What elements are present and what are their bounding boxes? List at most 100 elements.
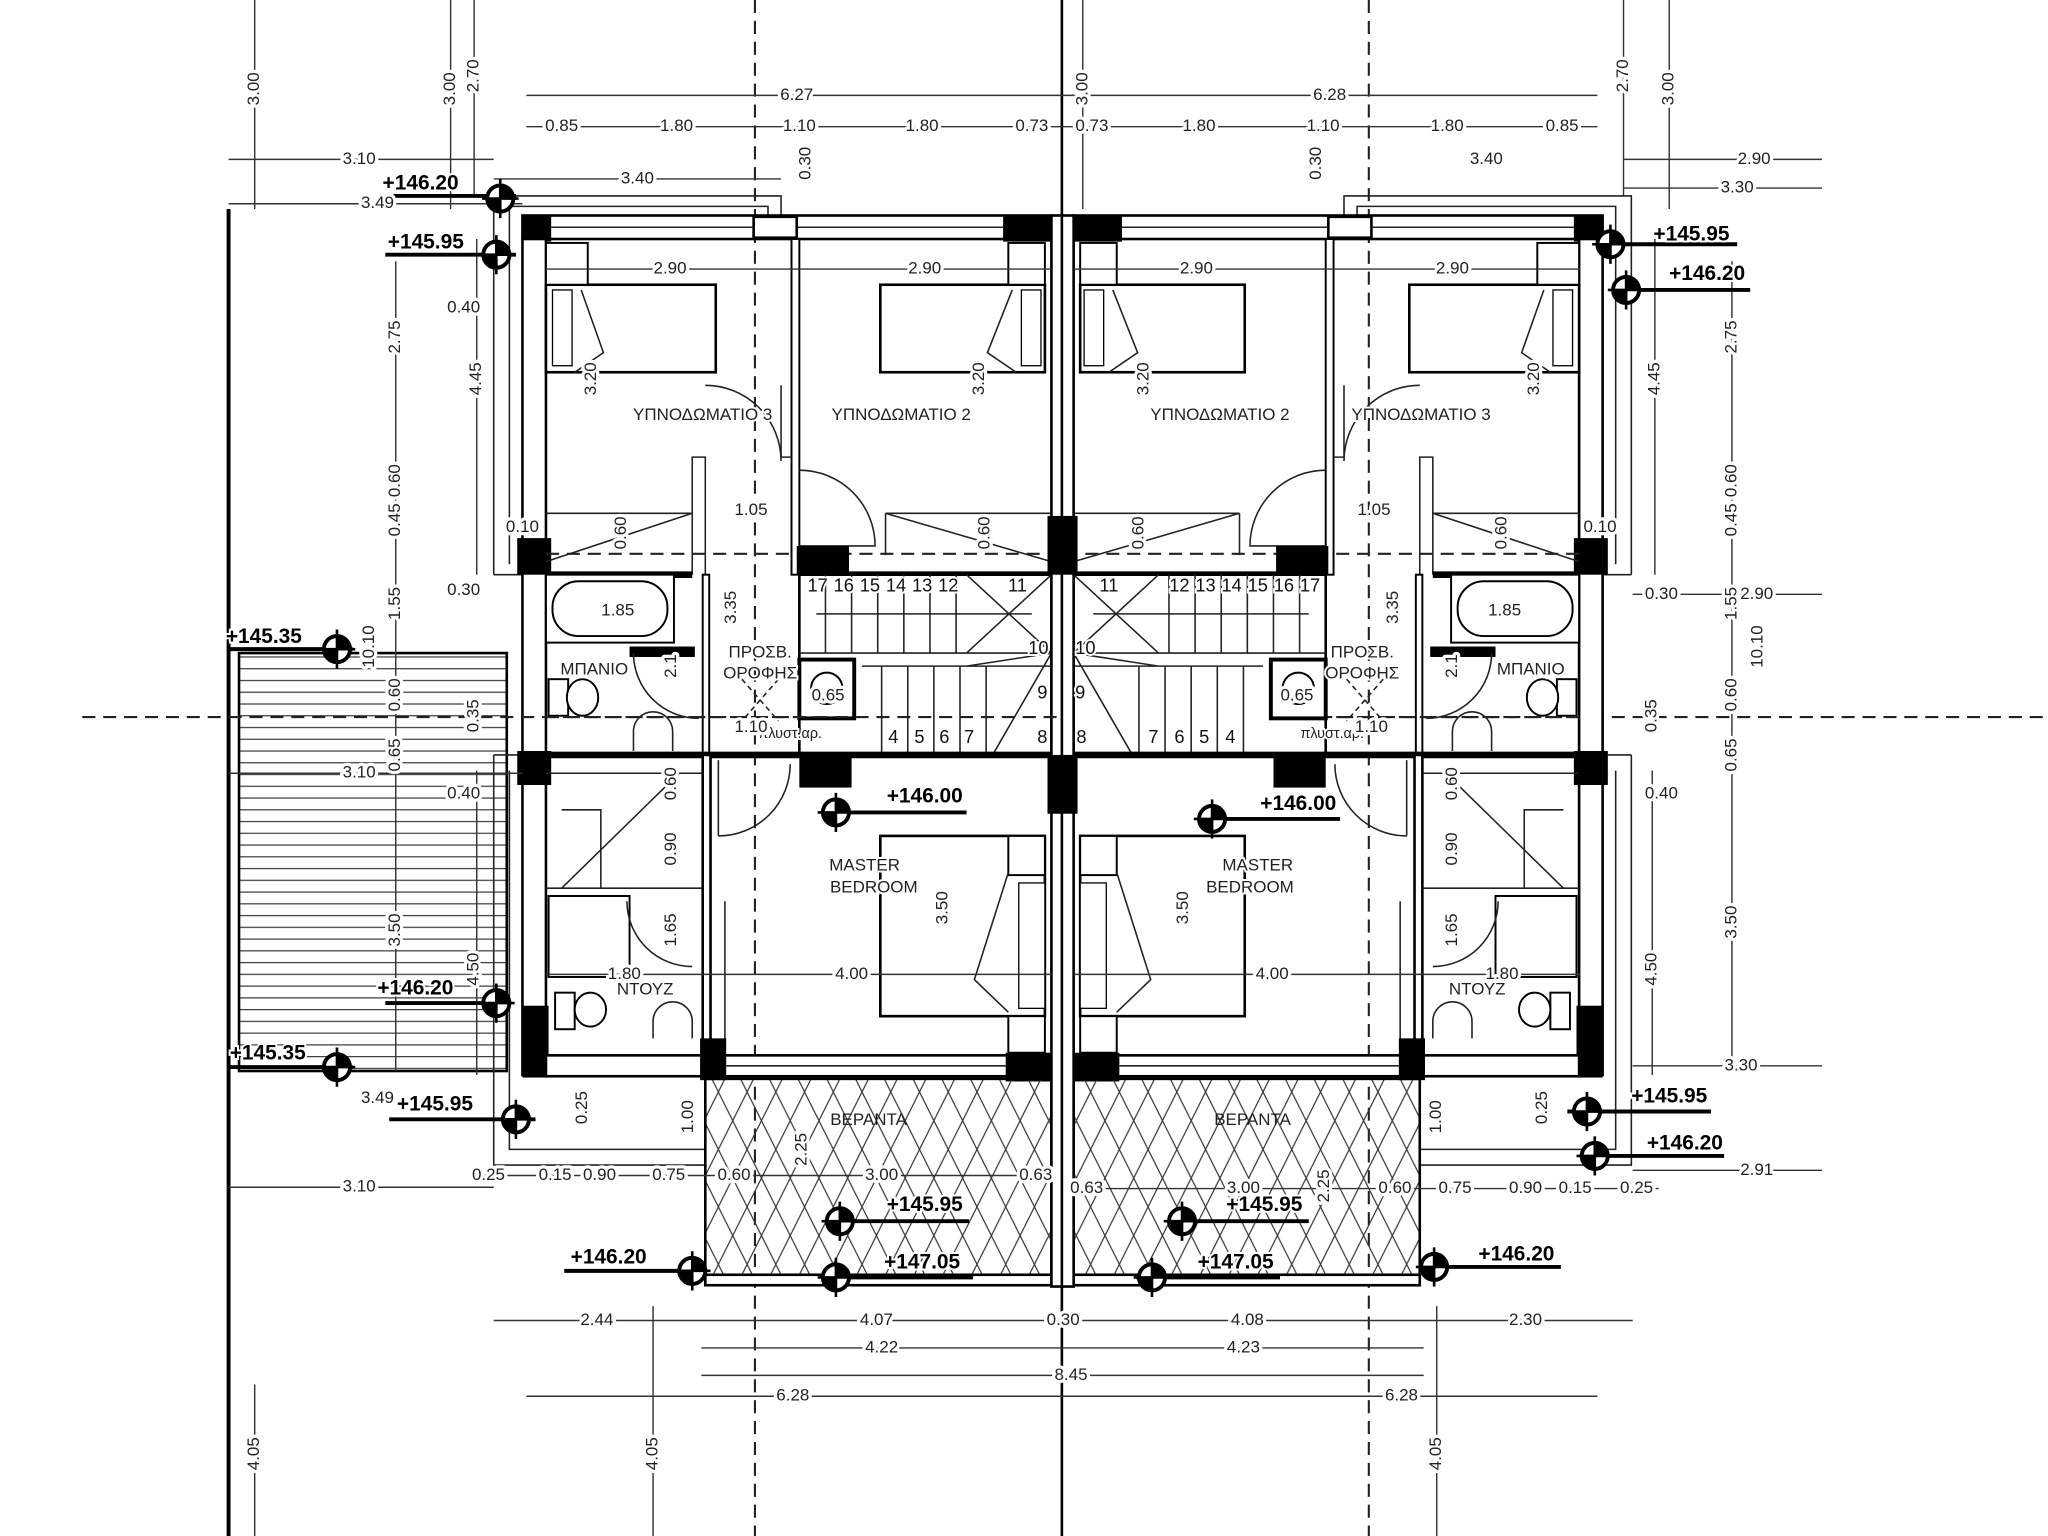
dimension-label: 0.63 — [1019, 1165, 1052, 1184]
dimension-label: 4.05 — [643, 1437, 662, 1470]
elevation-label: +146.00 — [1260, 792, 1336, 815]
stair-step-number: 4 — [1225, 726, 1235, 747]
dimension-label: 2.90 — [654, 259, 687, 278]
room-label-bedroom-2: ΥΠΝΟΔΩΜΑΤΙΟ 2 — [1150, 405, 1289, 424]
dimension-label: 3.10 — [343, 149, 376, 168]
dimension-label: 0.40 — [447, 784, 480, 803]
dimension-label: 2.1 — [1442, 654, 1461, 678]
stair-step-number: 9 — [1037, 681, 1047, 702]
elevation-label: +147.05 — [1198, 1251, 1274, 1274]
dimension-label: 1.80 — [1486, 964, 1519, 983]
dimension-label: 1.10 — [783, 116, 816, 135]
dimension-label: 1.55 — [385, 587, 404, 620]
stair-step-number: 10 — [1075, 637, 1095, 658]
elevation-labels: +146.20 +145.95 +145.95 +146.20 +145.35 … — [224, 170, 1747, 1276]
dimension-label: 3.49 — [361, 1088, 394, 1107]
dimension-label: 0.60 — [385, 678, 404, 711]
dimension-label: 0.73 — [1075, 116, 1108, 135]
dimension-label: 1.85 — [1488, 601, 1521, 620]
dimension-label: 4.00 — [835, 964, 868, 983]
dimension-label: 0.63 — [1070, 1178, 1103, 1197]
elevation-label: +146.20 — [1669, 262, 1745, 285]
room-label-bathroom: ΜΠΑΝΙΟ — [1497, 660, 1565, 679]
dimension-label: 0.60 — [1128, 516, 1147, 549]
dimension-label: 1.10 — [1355, 717, 1388, 736]
stair-step-number: 12 — [938, 574, 958, 595]
room-label-bedroom-3: ΥΠΝΟΔΩΜΑΤΙΟ 3 — [633, 405, 772, 424]
dimension-label: 0.10 — [506, 517, 539, 536]
dimension-label: 3.50 — [1173, 891, 1192, 924]
dimension-label: 0.25 — [572, 1091, 591, 1124]
dimension-label: 1.80 — [906, 116, 939, 135]
stair-step-number: 11 — [1099, 574, 1118, 595]
dimension-label: 3.00 — [1227, 1178, 1260, 1197]
dimension-label: 0.35 — [464, 699, 483, 732]
stair-step-number: 13 — [1195, 574, 1215, 595]
dimension-label: 4.23 — [1227, 1337, 1260, 1356]
dimension-label: 0.65 — [1280, 686, 1313, 705]
dimension-label: 1.05 — [1358, 500, 1391, 519]
dimension-label: 4.50 — [464, 953, 483, 986]
room-label-shower: ΝΤΟΥΖ — [617, 980, 674, 999]
elevation-label: +145.95 — [1653, 223, 1729, 246]
dimension-label: 0.60 — [385, 464, 404, 497]
elevation-marker-icon — [1413, 1245, 1455, 1289]
elevation-label: +146.20 — [1647, 1132, 1723, 1155]
dimension-label: 0.85 — [545, 116, 578, 135]
dimension-label: 3.50 — [1721, 906, 1740, 939]
elevation-label: +146.00 — [887, 784, 963, 807]
stair-step-number: 17 — [807, 574, 827, 595]
dimension-label: 2.75 — [1721, 320, 1740, 353]
dimension-label: 4.45 — [1644, 362, 1663, 395]
elevation-marker-icon — [815, 790, 857, 834]
dimension-label: 0.90 — [1442, 832, 1461, 865]
dimension-label: 2.25 — [791, 1133, 810, 1166]
dimension-label: 0.60 — [974, 516, 993, 549]
elevation-label: +145.35 — [226, 625, 302, 648]
dimension-label: 0.35 — [1642, 699, 1661, 732]
elevation-marker-icon — [1566, 1089, 1608, 1134]
elevation-marker-icon — [1605, 268, 1647, 312]
room-label-laundry: πλυστ.αρ. — [758, 726, 822, 742]
dimension-label: 0.30 — [447, 580, 480, 599]
stair-step-number: 8 — [1037, 726, 1047, 747]
stair-step-number: 13 — [912, 574, 932, 595]
dimension-label: 6.28 — [1385, 1386, 1418, 1405]
stair-step-number: 4 — [888, 726, 898, 747]
room-label-shower: ΝΤΟΥΖ — [1449, 980, 1506, 999]
elevation-markers — [228, 176, 1751, 1299]
dimension-label: 0.40 — [447, 298, 480, 317]
room-label-veranda: ΒΕΡΑΝΤΑ — [1214, 1110, 1291, 1129]
dimension-label: 0.60 — [1721, 678, 1740, 711]
dimension-label: 3.00 — [440, 72, 459, 105]
dimension-label: 0.65 — [1721, 738, 1740, 771]
dimension-label: 2.90 — [1738, 149, 1771, 168]
dimension-label: 0.30 — [1306, 147, 1325, 180]
elevation-label: +146.20 — [383, 172, 459, 195]
stair-step-number: 10 — [1028, 637, 1048, 658]
dimension-label: 0.15 — [539, 1165, 572, 1184]
dimension-label: 3.10 — [343, 1177, 376, 1196]
dimension-label: 3.20 — [581, 362, 600, 395]
dimension-label: 6.28 — [776, 1386, 809, 1405]
elevation-label: +146.20 — [1478, 1243, 1554, 1266]
dimension-label: 1.80 — [1183, 116, 1216, 135]
dimension-label: 1.10 — [735, 717, 768, 736]
dimension-label: 0.45 — [1721, 503, 1740, 536]
stair-step-number: 17 — [1300, 574, 1320, 595]
room-label-roof-access: ΠΡΟΣΒ. — [1331, 643, 1394, 662]
dimension-label: 4.45 — [466, 362, 485, 395]
dimension-label: 10.10 — [359, 625, 378, 667]
dimension-label: 2.90 — [1740, 584, 1773, 603]
dimension-label: 1.00 — [678, 1100, 697, 1133]
room-label-roof-access: ΟΡΟΦΗΣ — [723, 663, 797, 682]
dimension-label: 1.85 — [601, 601, 634, 620]
stair-step-number: 14 — [1222, 574, 1242, 595]
stair-step-number: 6 — [939, 726, 949, 747]
dimension-label: 2.70 — [1613, 59, 1632, 92]
dimension-label: 3.00 — [244, 72, 263, 105]
dimension-label: 0.60 — [1721, 464, 1740, 497]
stair-step-number: 12 — [1169, 574, 1189, 595]
dimension-label: 3.00 — [1659, 72, 1678, 105]
dimension-label: 8.45 — [1055, 1365, 1088, 1384]
